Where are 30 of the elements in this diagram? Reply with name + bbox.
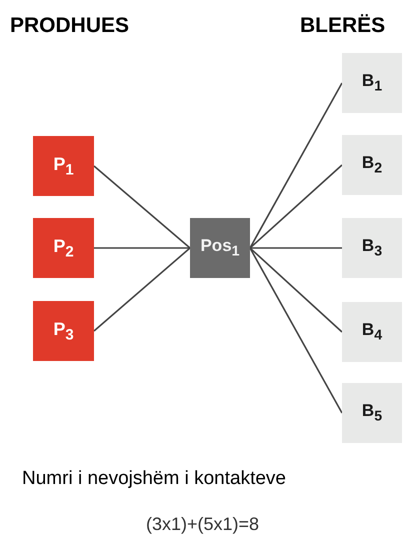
connector-line xyxy=(93,247,191,332)
buyer-box xyxy=(342,302,402,362)
node-label: B$_{3}$ xyxy=(362,236,382,260)
node-label: Pos$_{1}$ xyxy=(200,236,240,260)
column-heading: BLERËS xyxy=(300,14,386,38)
node-label: P$_{1}$ xyxy=(53,154,74,178)
caption-text: Numri i nevojshëm i kontakteve xyxy=(22,468,286,490)
buyer-box xyxy=(342,53,402,113)
hub-box xyxy=(190,218,250,278)
node-label: B$_{1}$ xyxy=(362,71,382,95)
producer-box xyxy=(33,301,94,361)
producer-box xyxy=(33,136,94,196)
node-label: B$_{2}$ xyxy=(362,153,382,177)
formula-text: (3x1)+(5x1)=8 xyxy=(146,514,260,535)
column-heading: PRODHUES xyxy=(10,14,130,38)
connector-line xyxy=(93,165,191,249)
connector-line xyxy=(249,247,343,333)
buyer-box xyxy=(342,135,402,195)
producer-box xyxy=(33,218,94,278)
node-label: P$_{2}$ xyxy=(53,236,74,260)
connector-line xyxy=(249,248,343,414)
buyer-box xyxy=(342,218,402,278)
connector-line xyxy=(249,164,343,249)
connector-line xyxy=(250,247,342,249)
node-label: B$_{5}$ xyxy=(362,401,382,425)
node-label: B$_{4}$ xyxy=(362,320,382,344)
buyer-box xyxy=(342,383,402,443)
connector-line xyxy=(249,82,343,248)
connector-line xyxy=(94,247,190,249)
node-label: P$_{3}$ xyxy=(53,318,74,344)
